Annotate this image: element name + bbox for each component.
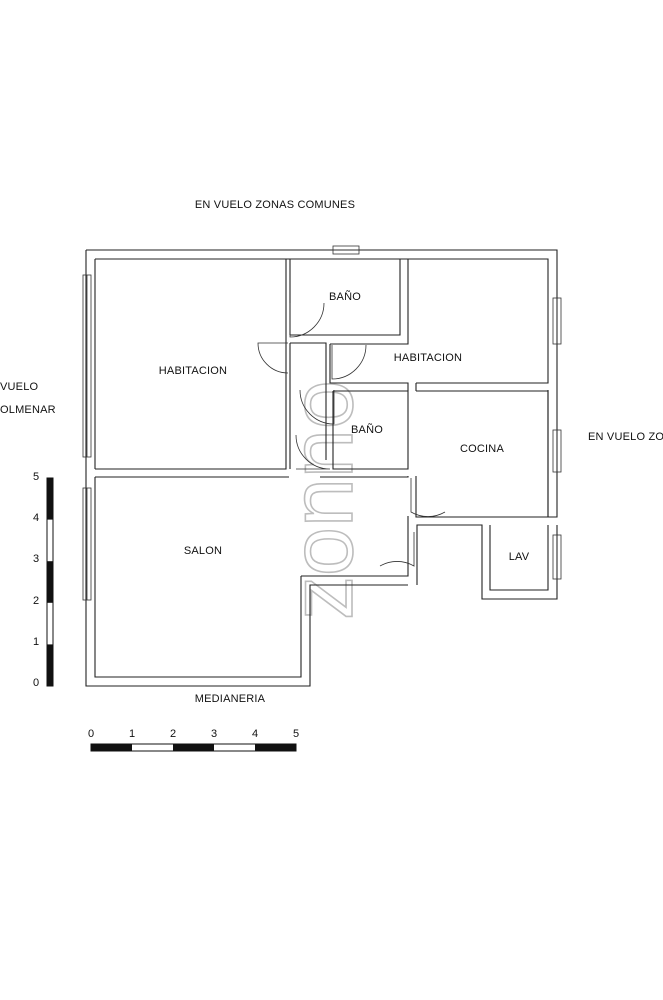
- hscale-tick: 1: [129, 728, 135, 740]
- hscale-tick: 4: [252, 728, 258, 740]
- hscale-tick: 5: [293, 728, 299, 740]
- room-habitacion-right: HABITACION: [394, 352, 462, 364]
- room-cocina: COCINA: [460, 443, 504, 455]
- label-top: EN VUELO ZONAS COMUNES: [195, 199, 355, 211]
- room-labels: HABITACION BAÑO HABITACION BAÑO COCINA S…: [159, 290, 530, 563]
- vscale-tick: 3: [33, 553, 39, 565]
- room-salon: SALON: [184, 545, 222, 557]
- label-left-1: VUELO: [0, 381, 39, 393]
- label-right: EN VUELO ZO: [588, 431, 663, 443]
- vscale-tick: 0: [33, 677, 39, 689]
- horizontal-scale: 0 1 2 3 4 5: [88, 728, 299, 752]
- room-bano-top: BAÑO: [329, 290, 361, 303]
- vscale-tick: 1: [33, 636, 39, 648]
- watermark: zonno: [272, 380, 371, 620]
- interior-walls: [95, 259, 549, 518]
- room-bano-mid: BAÑO: [351, 423, 383, 436]
- label-left-2: OLMENAR: [0, 404, 56, 416]
- surroundings: EN VUELO ZONAS COMUNES VUELO OLMENAR EN …: [0, 199, 663, 705]
- vscale-tick: 5: [33, 471, 39, 483]
- hscale-tick: 3: [211, 728, 217, 740]
- hscale-tick: 2: [170, 728, 176, 740]
- doors: [257, 302, 446, 567]
- label-bottom: MEDIANERIA: [195, 693, 266, 705]
- vertical-scale: 5 4 3 2 1 0: [33, 471, 54, 689]
- room-lav: LAV: [509, 551, 530, 563]
- room-habitacion-left: HABITACION: [159, 365, 227, 377]
- windows: [82, 245, 562, 601]
- vscale-tick: 4: [33, 512, 39, 524]
- vscale-tick: 2: [33, 595, 39, 607]
- hscale-tick: 0: [88, 728, 94, 740]
